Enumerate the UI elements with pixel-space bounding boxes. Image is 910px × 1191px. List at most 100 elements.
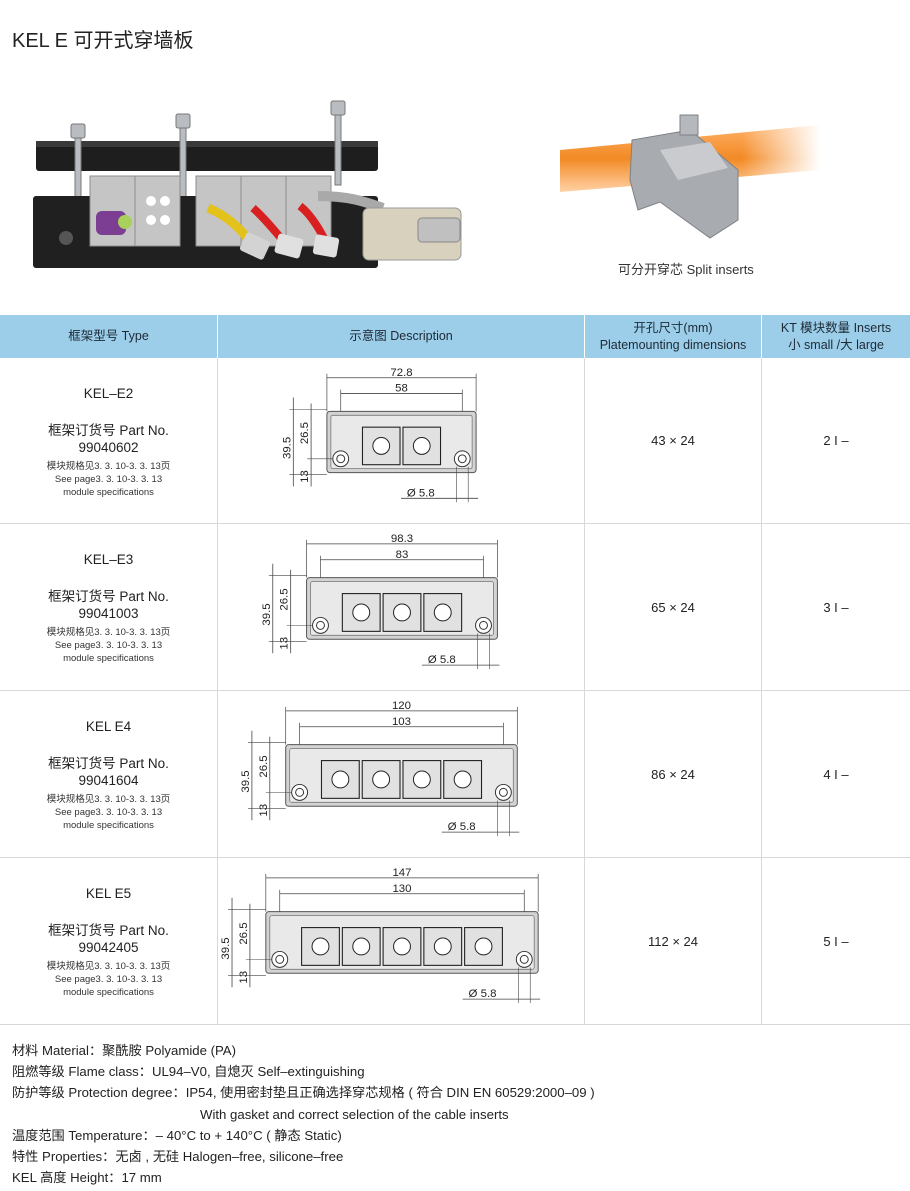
dimension-lower-height: 13 [278, 637, 290, 650]
insert-hole [330, 770, 349, 789]
type-name: KEL E4 [85, 719, 132, 734]
insert-hole [311, 937, 329, 956]
mounting-hole [474, 616, 492, 634]
dimension-outer-width: 147 [392, 867, 411, 879]
mounting-hole-inner [315, 620, 325, 630]
type-cell: KEL–E3 框架订货号 Part No. 99041003 模块规格见3. 3… [0, 524, 218, 690]
part-number: 99042405 [78, 940, 139, 955]
dimension-hole-diameter: Ø 5.8 [468, 988, 496, 1000]
insert-hole [392, 937, 411, 956]
split-insert-photo [560, 110, 820, 260]
spec-reference-module: module specifications [63, 487, 154, 498]
dimension-total-height: 39.5 [220, 937, 232, 959]
insert-hole [371, 437, 390, 455]
insert-hole [433, 603, 452, 622]
table-header: 框架型号 Type 示意图 Description 开孔尺寸(mm) Plate… [0, 315, 910, 358]
dimension-inner-width: 58 [395, 383, 408, 395]
insert-module [442, 760, 482, 799]
header-dimensions-en: Platemounting dimensions [599, 337, 747, 352]
insert-module [300, 927, 340, 966]
insert-hole [433, 937, 452, 956]
page-title: KEL E 可开式穿墙板 [12, 30, 194, 52]
dimension-upper-height: 26.5 [299, 422, 311, 444]
dimensions-cell: 65 × 24 [585, 524, 762, 690]
inserts-cell: 3 I – [823, 599, 849, 615]
dimensions-cell: 43 × 24 [585, 358, 762, 523]
header-type: 框架型号 Type [0, 315, 218, 358]
spec-protection: 防护等级 Protection degree：IP54, 使用密封垫且正确选择穿… [12, 1085, 595, 1101]
spec-reference-en: See page3. 3. 10-3. 3. 13 [54, 640, 163, 651]
insert-hole [351, 937, 370, 956]
spec-protection-en: With gasket and correct selection of the… [200, 1106, 509, 1122]
mounting-hole-inner [498, 787, 508, 797]
mounting-hole-inner [457, 454, 467, 464]
spec-properties: 特性 Properties：无卤 , 无硅 Halogen–free, sili… [12, 1149, 344, 1165]
dimension-inner-width: 130 [392, 883, 411, 895]
mounting-hole-inner [335, 454, 345, 464]
part-number-label: 框架订货号 Part No. [48, 756, 169, 771]
part-number-label: 框架订货号 Part No. [48, 589, 169, 604]
type-cell: KEL E5 框架订货号 Part No. 99042405 模块规格见3. 3… [0, 858, 218, 1024]
product-table: 框架型号 Type 示意图 Description 开孔尺寸(mm) Plate… [0, 315, 910, 1025]
type-name: KEL–E3 [83, 552, 134, 567]
dimension-inner-width: 83 [395, 549, 408, 561]
mounting-hole-inner [478, 620, 488, 630]
dimension-hole-diameter: Ø 5.8 [406, 487, 434, 499]
dimensions-cell: 112 × 24 [585, 858, 762, 1024]
header-description: 示意图 Description [218, 315, 585, 358]
insert-hole [412, 437, 431, 455]
spec-temperature: 温度范围 Temperature：– 40°C to + 140°C ( 静态 … [12, 1127, 342, 1143]
type-cell: KEL E4 框架订货号 Part No. 99041604 模块规格见3. 3… [0, 691, 218, 857]
mounting-hole [270, 950, 288, 968]
dimension-outer-width: 120 [391, 700, 410, 712]
inserts-cell: 2 I – [823, 433, 849, 448]
insert-hole [453, 770, 472, 789]
split-inserts-caption: 可分开穿芯 Split inserts [618, 262, 754, 277]
header-inserts-line2: 小 small /大 large [788, 337, 884, 352]
dimension-upper-height: 26.5 [257, 755, 269, 777]
dimension-lower-height: 13 [299, 470, 311, 483]
spec-reference-en: See page3. 3. 10-3. 3. 13 [54, 474, 163, 485]
mounting-hole [290, 783, 308, 801]
mounting-hole-inner [274, 954, 284, 964]
part-number: 99040602 [78, 440, 139, 455]
type-name: KEL–E2 [83, 386, 134, 401]
part-number: 99041604 [78, 773, 139, 788]
insert-module [341, 927, 381, 966]
table-row: KEL–E3 框架订货号 Part No. 99041003 模块规格见3. 3… [0, 524, 910, 691]
mounting-hole-inner [519, 954, 529, 964]
frame-inner [329, 414, 473, 470]
dimension-lower-height: 13 [257, 804, 269, 817]
product-photo [33, 100, 462, 268]
dimension-hole-diameter: Ø 5.8 [447, 821, 475, 833]
header-dimensions-cn: 开孔尺寸(mm) [633, 320, 713, 335]
part-number-label: 框架订货号 Part No. [48, 423, 169, 438]
mounting-hole [453, 450, 471, 468]
mounting-hole [515, 950, 533, 968]
mounting-hole [311, 616, 329, 634]
dimension-upper-height: 26.5 [278, 588, 290, 610]
dimension-lower-height: 13 [237, 971, 249, 984]
spec-reference-module: module specifications [63, 820, 154, 831]
part-number: 99041003 [78, 606, 139, 621]
insert-hole [412, 770, 431, 789]
inserts-cell: 4 I – [823, 766, 849, 782]
dimension-outer-width: 98.3 [390, 533, 412, 545]
header-inserts: KT 模块数量 Inserts 小 small /大 large [762, 315, 910, 358]
dimension-outer-width: 72.8 [390, 367, 412, 379]
table-row: KEL E4 框架订货号 Part No. 99041604 模块规格见3. 3… [0, 691, 910, 858]
header-dimensions: 开孔尺寸(mm) Platemounting dimensions [585, 315, 762, 358]
insert-hole [474, 937, 492, 956]
insert-hole [371, 770, 390, 789]
spec-material: 材料 Material：聚酰胺 Polyamide (PA) [12, 1043, 236, 1058]
part-number-label: 框架订货号 Part No. [48, 923, 169, 938]
inserts-cell: 5 I – [823, 933, 849, 949]
mounting-hole [494, 783, 512, 801]
mounting-hole-inner [294, 787, 304, 797]
